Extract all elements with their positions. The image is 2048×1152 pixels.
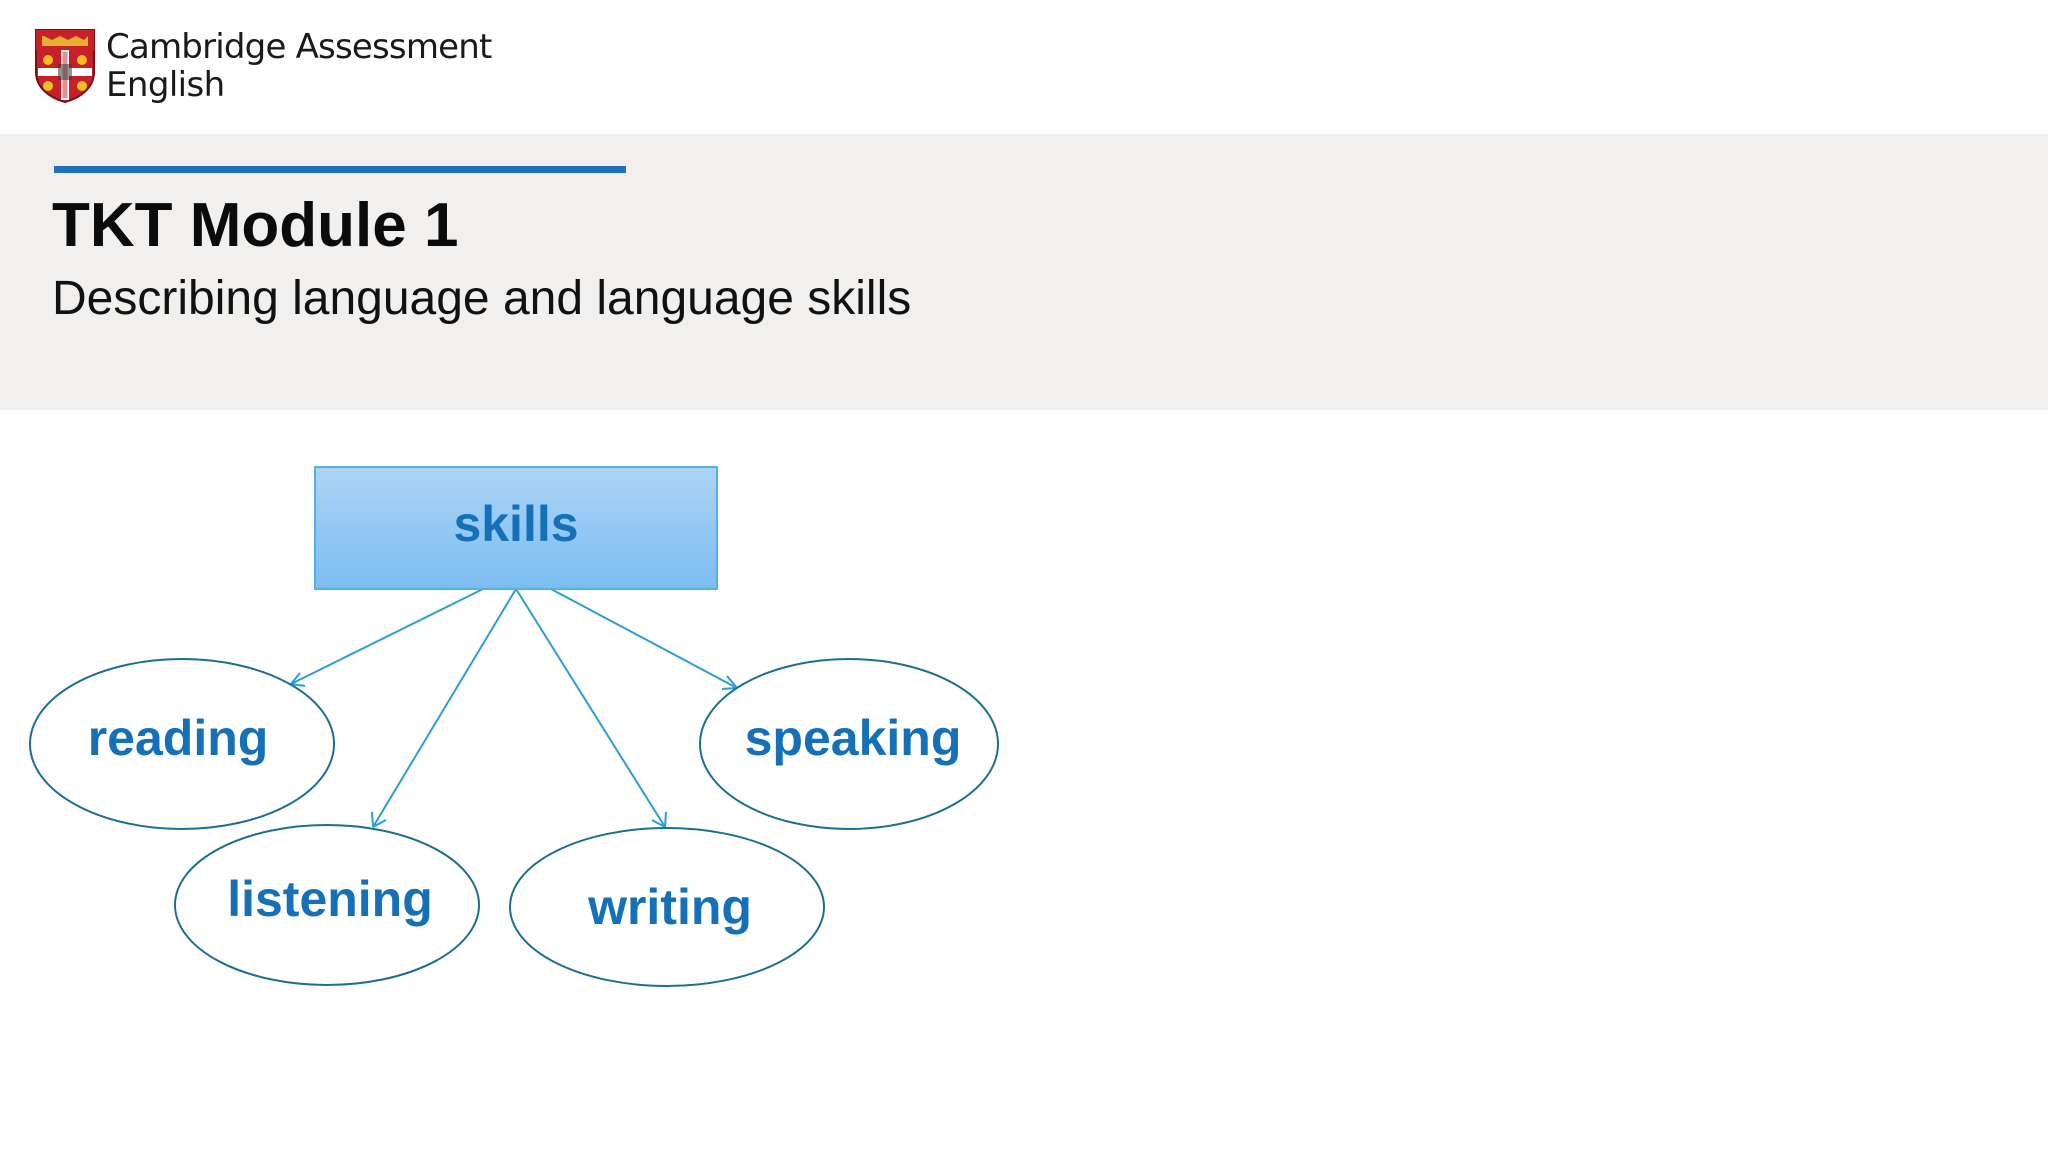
listening-label: listening: [227, 871, 433, 927]
page-title: TKT Module 1: [52, 191, 459, 260]
listening-ellipse: [174, 824, 480, 986]
brand-name: Cambridge Assessment: [106, 27, 492, 67]
brand-logo: Cambridge Assessment English: [34, 28, 492, 104]
arrow-to-speaking: [550, 588, 738, 690]
page-subtitle: Describing language and language skills: [52, 272, 912, 325]
root-node: skills: [314, 466, 718, 590]
reading-ellipse: [29, 658, 335, 830]
arrow-to-writing: [515, 588, 667, 828]
arrow-to-listening: [371, 588, 517, 828]
brand-wordmark: Cambridge Assessment English: [106, 30, 492, 102]
accent-rule: [54, 166, 626, 173]
writing-ellipse: [509, 827, 825, 987]
child-node-speaking: speaking: [699, 658, 999, 830]
child-node-writing: writing: [509, 827, 825, 987]
child-node-listening: listening: [174, 824, 480, 986]
reading-label: reading: [88, 710, 269, 766]
connector-lines: [290, 588, 738, 828]
title-banner: TKT Module 1 Describing language and lan…: [0, 134, 2048, 410]
arrow-to-reading: [290, 588, 484, 687]
cambridge-crest-icon: [35, 29, 95, 104]
root-label: skills: [453, 496, 578, 552]
writing-label: writing: [587, 879, 752, 935]
root-box: [314, 466, 718, 590]
child-node-reading: reading: [29, 658, 335, 830]
speaking-ellipse: [699, 658, 999, 830]
speaking-label: speaking: [745, 710, 962, 766]
brand-subname: English: [106, 65, 225, 105]
